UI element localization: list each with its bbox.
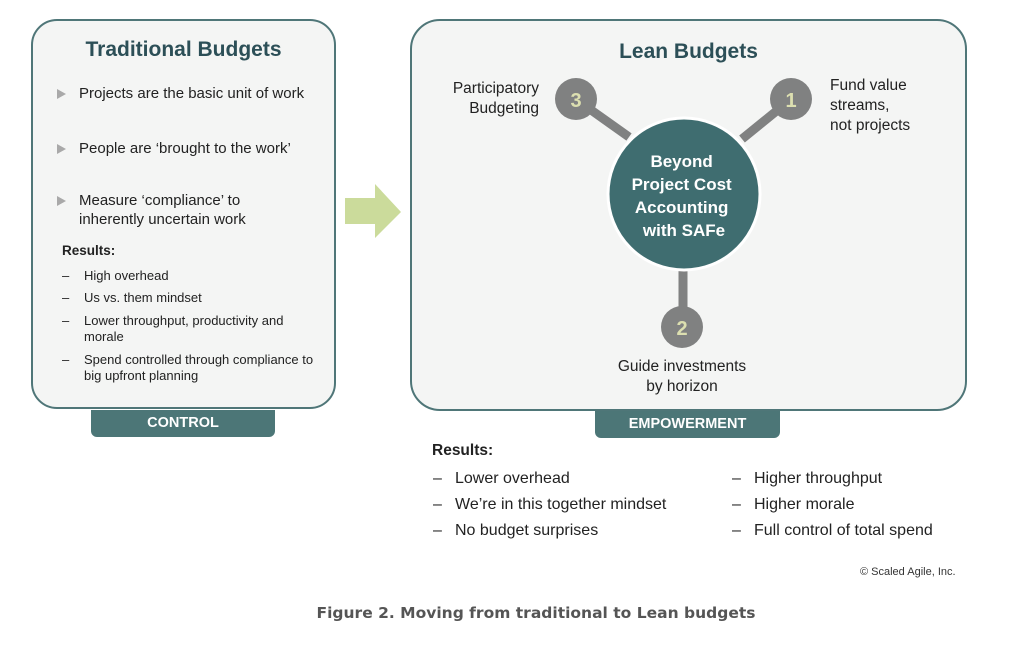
left-result-text: Us vs. them mindset — [84, 290, 202, 305]
node-2-circle — [661, 306, 703, 348]
label-line: Participatory — [452, 80, 539, 97]
bullet-text: Projects are the basic unit of work — [79, 85, 305, 102]
bullet-text: People are ‘brought to the work’ — [79, 140, 291, 157]
bottom-result-text: Higher morale — [754, 496, 855, 513]
label-line: by horizon — [646, 378, 718, 395]
node-1-number: 1 — [785, 90, 796, 112]
node-3-circle — [555, 78, 597, 120]
dash-mark: – — [62, 268, 70, 283]
node-1-circle — [770, 78, 812, 120]
center-text: Beyond Project Cost Accounting with SAFe — [632, 152, 737, 240]
dash-mark: – — [732, 496, 741, 513]
bottom-result-text: Lower overhead — [455, 470, 570, 487]
node-1-label: Fund value streams, not projects — [830, 76, 940, 136]
lean-budgets-title: Lean Budgets — [619, 40, 758, 63]
dash-mark: – — [732, 522, 741, 539]
left-result-text: Lower throughput, productivity and moral… — [84, 313, 284, 344]
traditional-budgets-panel: Traditional Budgets Projects are the bas… — [31, 19, 336, 409]
empowerment-tab: EMPOWERMENT — [595, 411, 780, 438]
node-2-label: Guide investments by horizon — [596, 357, 768, 397]
dash-mark: – — [62, 313, 70, 328]
dash-mark: – — [433, 522, 442, 539]
left-result-text: Spend controlled through compliance to b… — [84, 352, 314, 383]
bottom-result-text: Full control of total spend — [754, 522, 933, 539]
center-circle — [606, 116, 762, 272]
bottom-result-text: Higher throughput — [754, 470, 883, 487]
dash-mark: – — [433, 470, 442, 487]
label-line: streams, — [830, 97, 890, 114]
bullet-triangle-icon — [57, 196, 66, 206]
dash-mark: – — [732, 470, 741, 487]
node-3-number: 3 — [570, 90, 581, 112]
node-2-number: 2 — [676, 318, 687, 340]
left-result-text: High overhead — [84, 268, 169, 283]
center-line: Accounting — [635, 198, 729, 217]
bottom-result-text: No budget surprises — [455, 522, 599, 539]
center-line: Project Cost — [632, 175, 732, 194]
label-line: not projects — [830, 117, 911, 134]
label-line: Guide investments — [617, 358, 747, 375]
dash-mark: – — [62, 352, 70, 367]
control-tab: CONTROL — [91, 410, 275, 437]
lean-budgets-hub-diagram: Beyond Project Cost Accounting with SAFe… — [555, 78, 812, 348]
bullet-triangle-icon — [57, 144, 66, 154]
left-results-title: Results: — [62, 243, 116, 258]
node-3-label: Participatory Budgeting — [443, 79, 539, 119]
label-line: Fund value — [830, 77, 907, 94]
center-line: Beyond — [650, 152, 712, 171]
bottom-results-title: Results: — [432, 442, 494, 459]
dash-mark: – — [62, 290, 70, 305]
right-arrow-icon — [345, 184, 401, 238]
figure-caption: Figure 2. Moving from traditional to Lea… — [316, 604, 756, 622]
bottom-result-text: We’re in this together mindset — [455, 496, 667, 513]
dash-mark: – — [433, 496, 442, 513]
center-line: with SAFe — [642, 221, 725, 240]
traditional-budgets-title: Traditional Budgets — [85, 38, 282, 61]
bullet-text: Measure ‘compliance’ to inherently uncer… — [79, 192, 246, 228]
bullet-triangle-icon — [57, 89, 66, 99]
copyright-notice: © Scaled Agile, Inc. — [860, 566, 956, 578]
label-line: Budgeting — [469, 100, 539, 117]
